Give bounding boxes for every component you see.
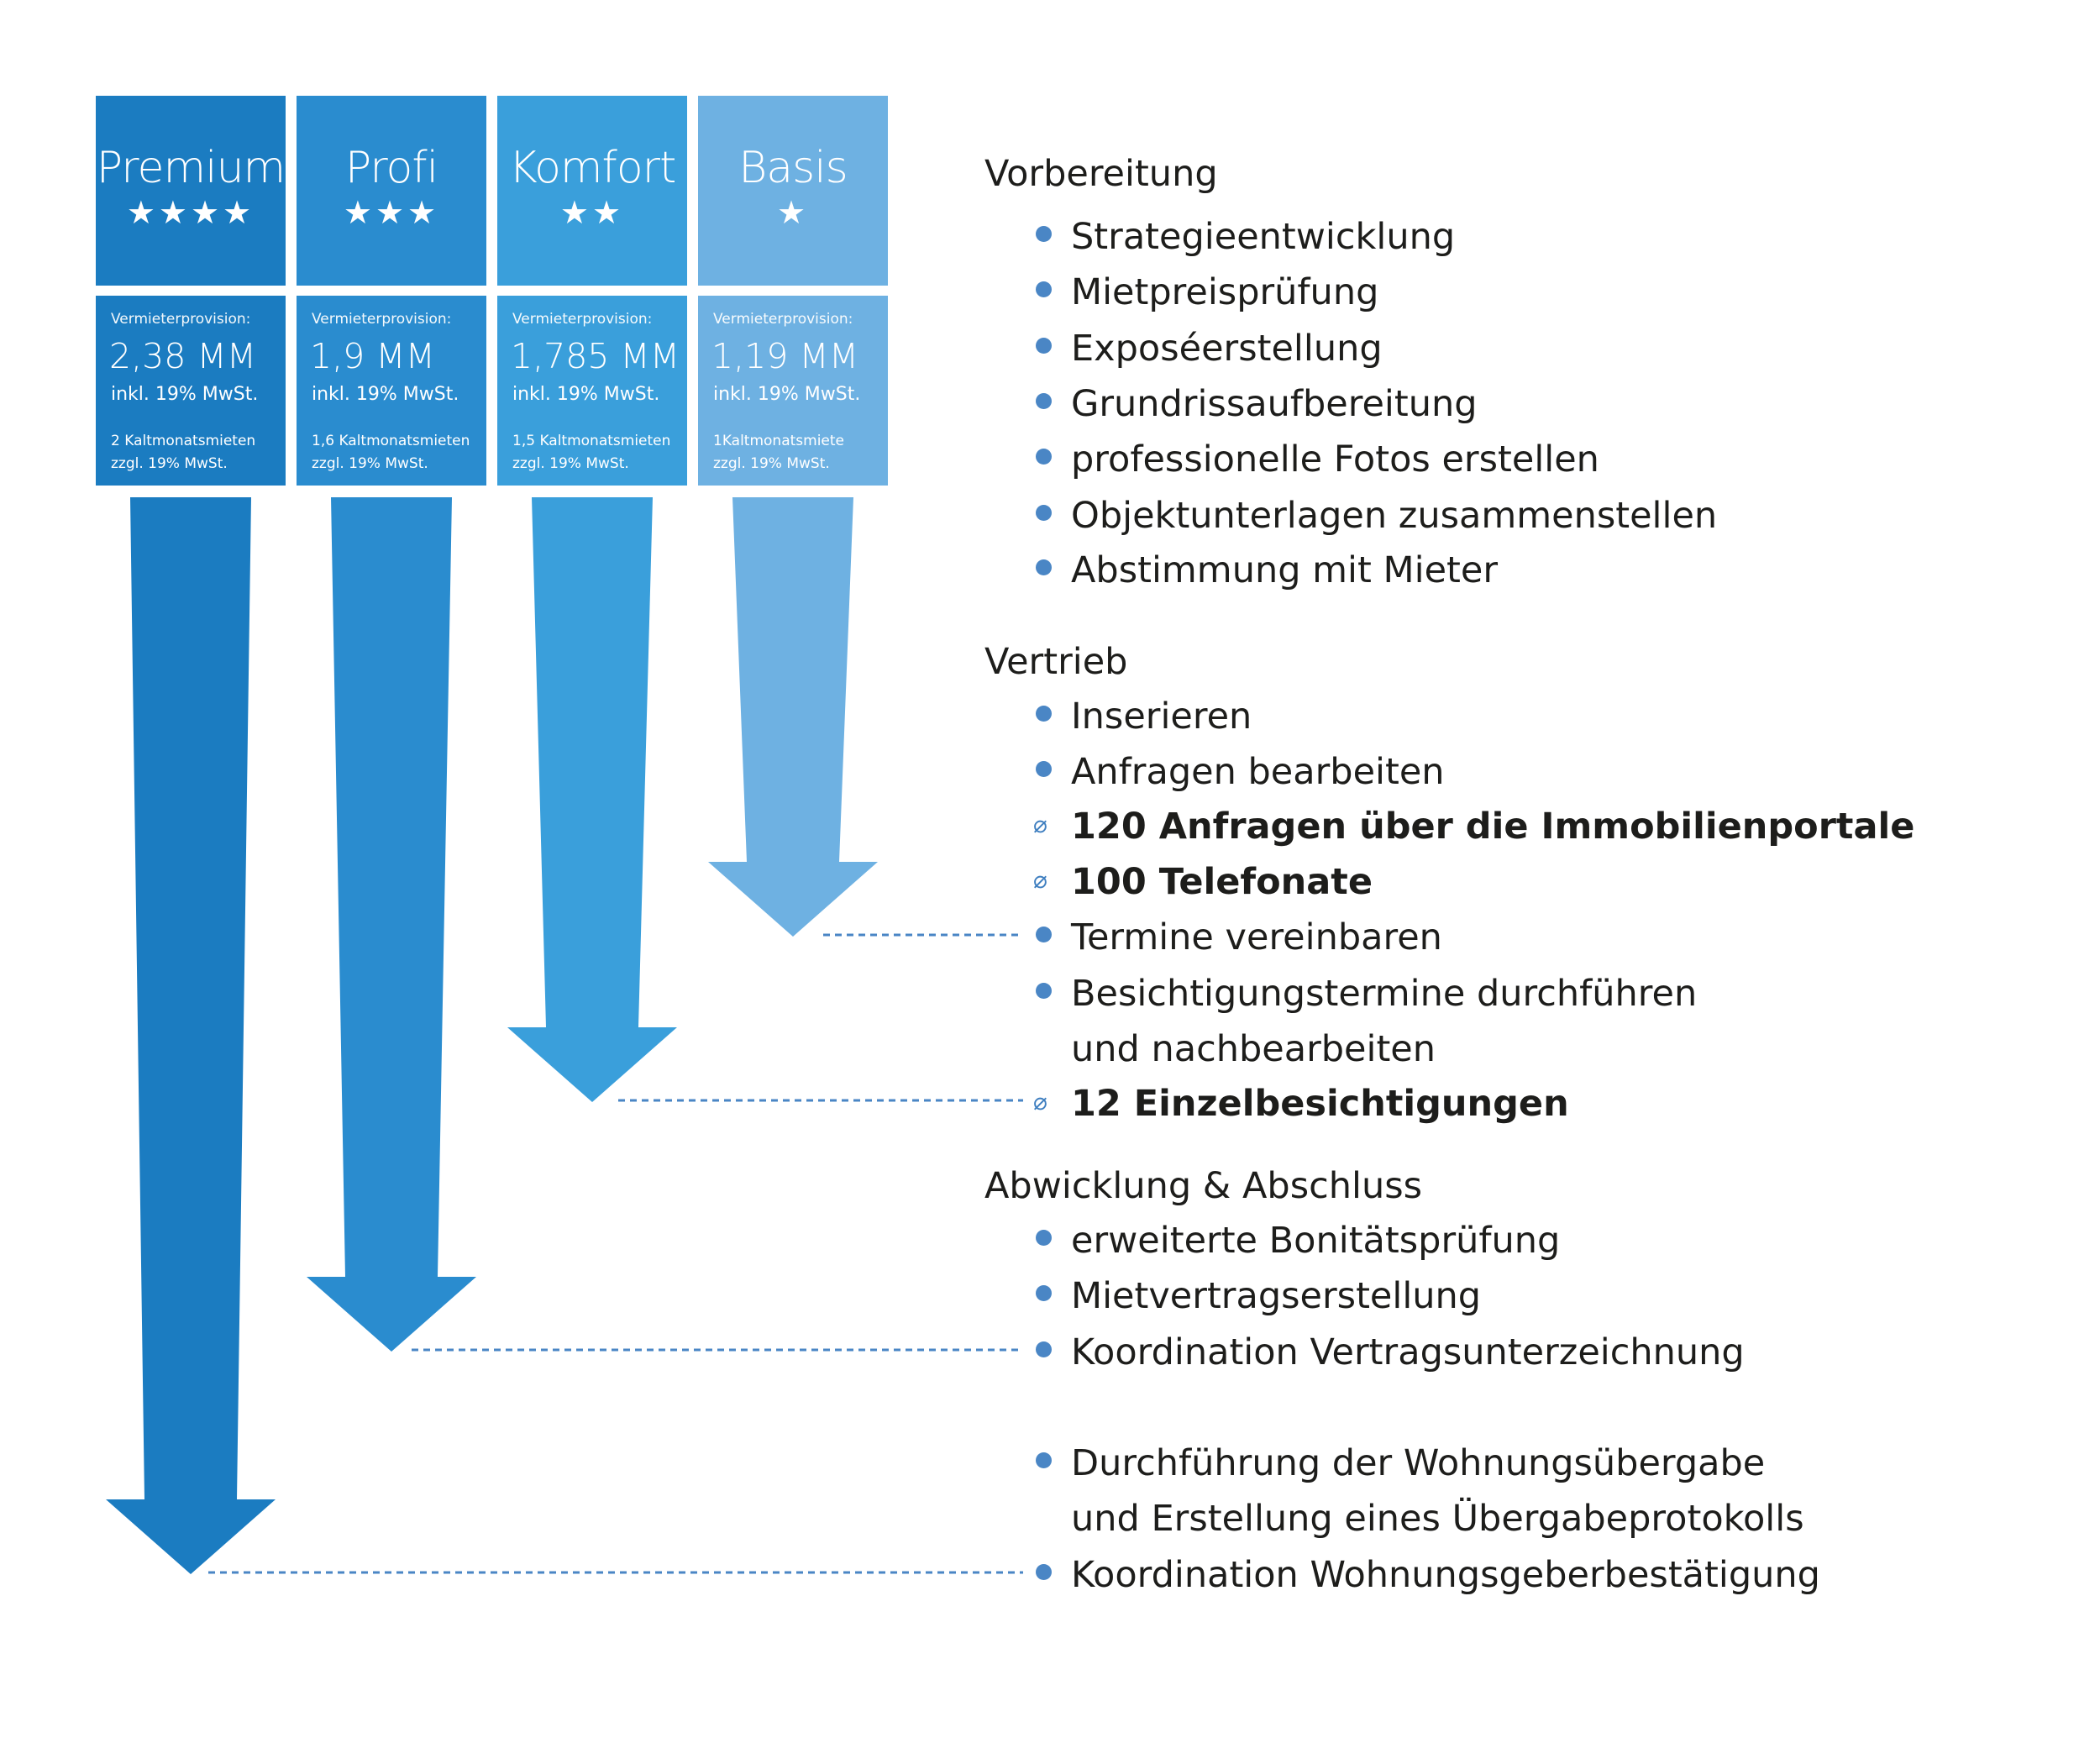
price-label: Vermieterprovision: <box>312 311 452 328</box>
bullet-icon <box>1036 1341 1052 1357</box>
tier-basis-header: Basis ★ <box>698 96 888 286</box>
bullet-icon <box>1036 281 1052 297</box>
item-grundrissaufbereitung: Grundrissaufbereitung <box>1071 383 1478 425</box>
price-note: 1,6 Kaltmonatsmieten <box>312 433 470 449</box>
tier-basis-price: Vermieterprovision: 1,19 MM inkl. 19% Mw… <box>698 296 888 486</box>
bullet-icon <box>1036 559 1052 575</box>
tier-name: Profi <box>344 143 438 193</box>
price-value: 1,19 MM <box>711 336 859 376</box>
tier-profi-price: Vermieterprovision: 1,9 MM inkl. 19% MwS… <box>297 296 486 486</box>
item-fotos: professionelle Fotos erstellen <box>1071 438 1599 480</box>
tier-profi-header: Profi ★★★ <box>297 96 486 286</box>
tier-name: Premium <box>96 143 286 193</box>
price-value: 1,9 MM <box>310 336 435 376</box>
item-anfragen-average: 120 Anfragen über die Immobilienportale <box>1071 806 1915 848</box>
price-label: Vermieterprovision: <box>713 311 853 328</box>
star-rating-icon: ★★ <box>559 194 625 231</box>
item-inserieren: Inserieren <box>1071 696 1252 738</box>
item-termine: Termine vereinbaren <box>1071 916 1442 958</box>
bullet-icon <box>1036 761 1052 777</box>
item-wohnungsuebergabe-continued: und Erstellung eines Übergabeprotokolls <box>1071 1498 1804 1540</box>
star-rating-icon: ★★★★ <box>126 194 255 231</box>
star-rating-icon: ★ <box>776 194 810 231</box>
item-besichtigung-continued: und nachbearbeiten <box>1071 1028 1436 1070</box>
price-value: 2,38 MM <box>109 336 257 376</box>
item-wohnungsuebergabe: Durchführung der Wohnungsübergabe <box>1071 1442 1766 1484</box>
item-objektunterlagen: Objektunterlagen zusammenstellen <box>1071 495 1718 537</box>
price-label: Vermieterprovision: <box>512 311 653 328</box>
price-value: 1,785 MM <box>511 336 680 376</box>
tier-name: Komfort <box>508 143 677 193</box>
item-mietpreispruefung: Mietpreisprüfung <box>1071 271 1379 313</box>
bullet-icon <box>1036 706 1052 722</box>
star-rating-icon: ★★★ <box>343 194 440 231</box>
price-note-tax: zzgl. 19% MwSt. <box>111 455 228 472</box>
basis-arrow <box>708 497 878 937</box>
price-note: 2 Kaltmonatsmieten <box>111 433 256 449</box>
price-note-tax: zzgl. 19% MwSt. <box>312 455 428 472</box>
tier-komfort-price: Vermieterprovision: 1,785 MM inkl. 19% M… <box>497 296 687 486</box>
bullet-icon <box>1036 505 1052 521</box>
price-note-tax: zzgl. 19% MwSt. <box>713 455 830 472</box>
item-mietvertragserstellung: Mietvertragserstellung <box>1071 1275 1482 1317</box>
bullet-icon <box>1036 1230 1052 1246</box>
average-icon: ⌀ <box>1033 866 1047 894</box>
price-note-tax: zzgl. 19% MwSt. <box>512 455 629 472</box>
bullet-icon <box>1036 393 1052 409</box>
item-koordination-vertrag: Koordination Vertragsunterzeichnung <box>1071 1331 1745 1373</box>
section-title-vertrieb: Vertrieb <box>984 641 1128 683</box>
item-exposeerstellung: Exposéerstellung <box>1071 328 1383 370</box>
item-bonitaetspruefung: erweiterte Bonitätsprüfung <box>1071 1220 1561 1262</box>
komfort-arrow <box>507 497 677 1102</box>
price-tax: inkl. 19% MwSt. <box>312 384 459 405</box>
price-tax: inkl. 19% MwSt. <box>512 384 660 405</box>
item-strategieentwicklung: Strategieentwicklung <box>1071 216 1456 258</box>
price-note: 1,5 Kaltmonatsmieten <box>512 433 671 449</box>
bullet-icon <box>1036 338 1052 354</box>
premium-arrow <box>106 497 276 1574</box>
section-title-abwicklung: Abwicklung & Abschluss <box>984 1165 1422 1207</box>
item-einzelbesichtigungen-average: 12 Einzelbesichtigungen <box>1071 1083 1569 1125</box>
bullet-icon <box>1036 983 1052 999</box>
item-abstimmung: Abstimmung mit Mieter <box>1071 549 1499 591</box>
price-label: Vermieterprovision: <box>111 311 251 328</box>
bullet-icon <box>1036 1285 1052 1301</box>
average-icon: ⌀ <box>1033 1088 1047 1116</box>
price-note: 1Kaltmonatsmiete <box>713 433 845 449</box>
bullet-icon <box>1036 1452 1052 1468</box>
item-besichtigung: Besichtigungstermine durchführen <box>1071 973 1698 1015</box>
price-tax: inkl. 19% MwSt. <box>111 384 259 405</box>
item-koordination-geber: Koordination Wohnungsgeberbestätigung <box>1071 1554 1820 1596</box>
average-icon: ⌀ <box>1033 811 1047 838</box>
tier-komfort-header: Komfort ★★ <box>497 96 687 286</box>
tier-premium-price: Vermieterprovision: 2,38 MM inkl. 19% Mw… <box>96 296 286 486</box>
bullet-icon <box>1036 927 1052 942</box>
bullet-icon <box>1036 1564 1052 1580</box>
bullet-icon <box>1036 449 1052 465</box>
item-anfragen: Anfragen bearbeiten <box>1071 751 1445 793</box>
tier-premium-header: Premium ★★★★ <box>96 96 286 286</box>
profi-arrow <box>307 497 476 1352</box>
item-telefonate-average: 100 Telefonate <box>1071 861 1373 903</box>
bullet-icon <box>1036 226 1052 242</box>
section-title-vorbereitung: Vorbereitung <box>984 153 1218 195</box>
price-tax: inkl. 19% MwSt. <box>713 384 861 405</box>
tier-name: Basis <box>738 143 848 193</box>
